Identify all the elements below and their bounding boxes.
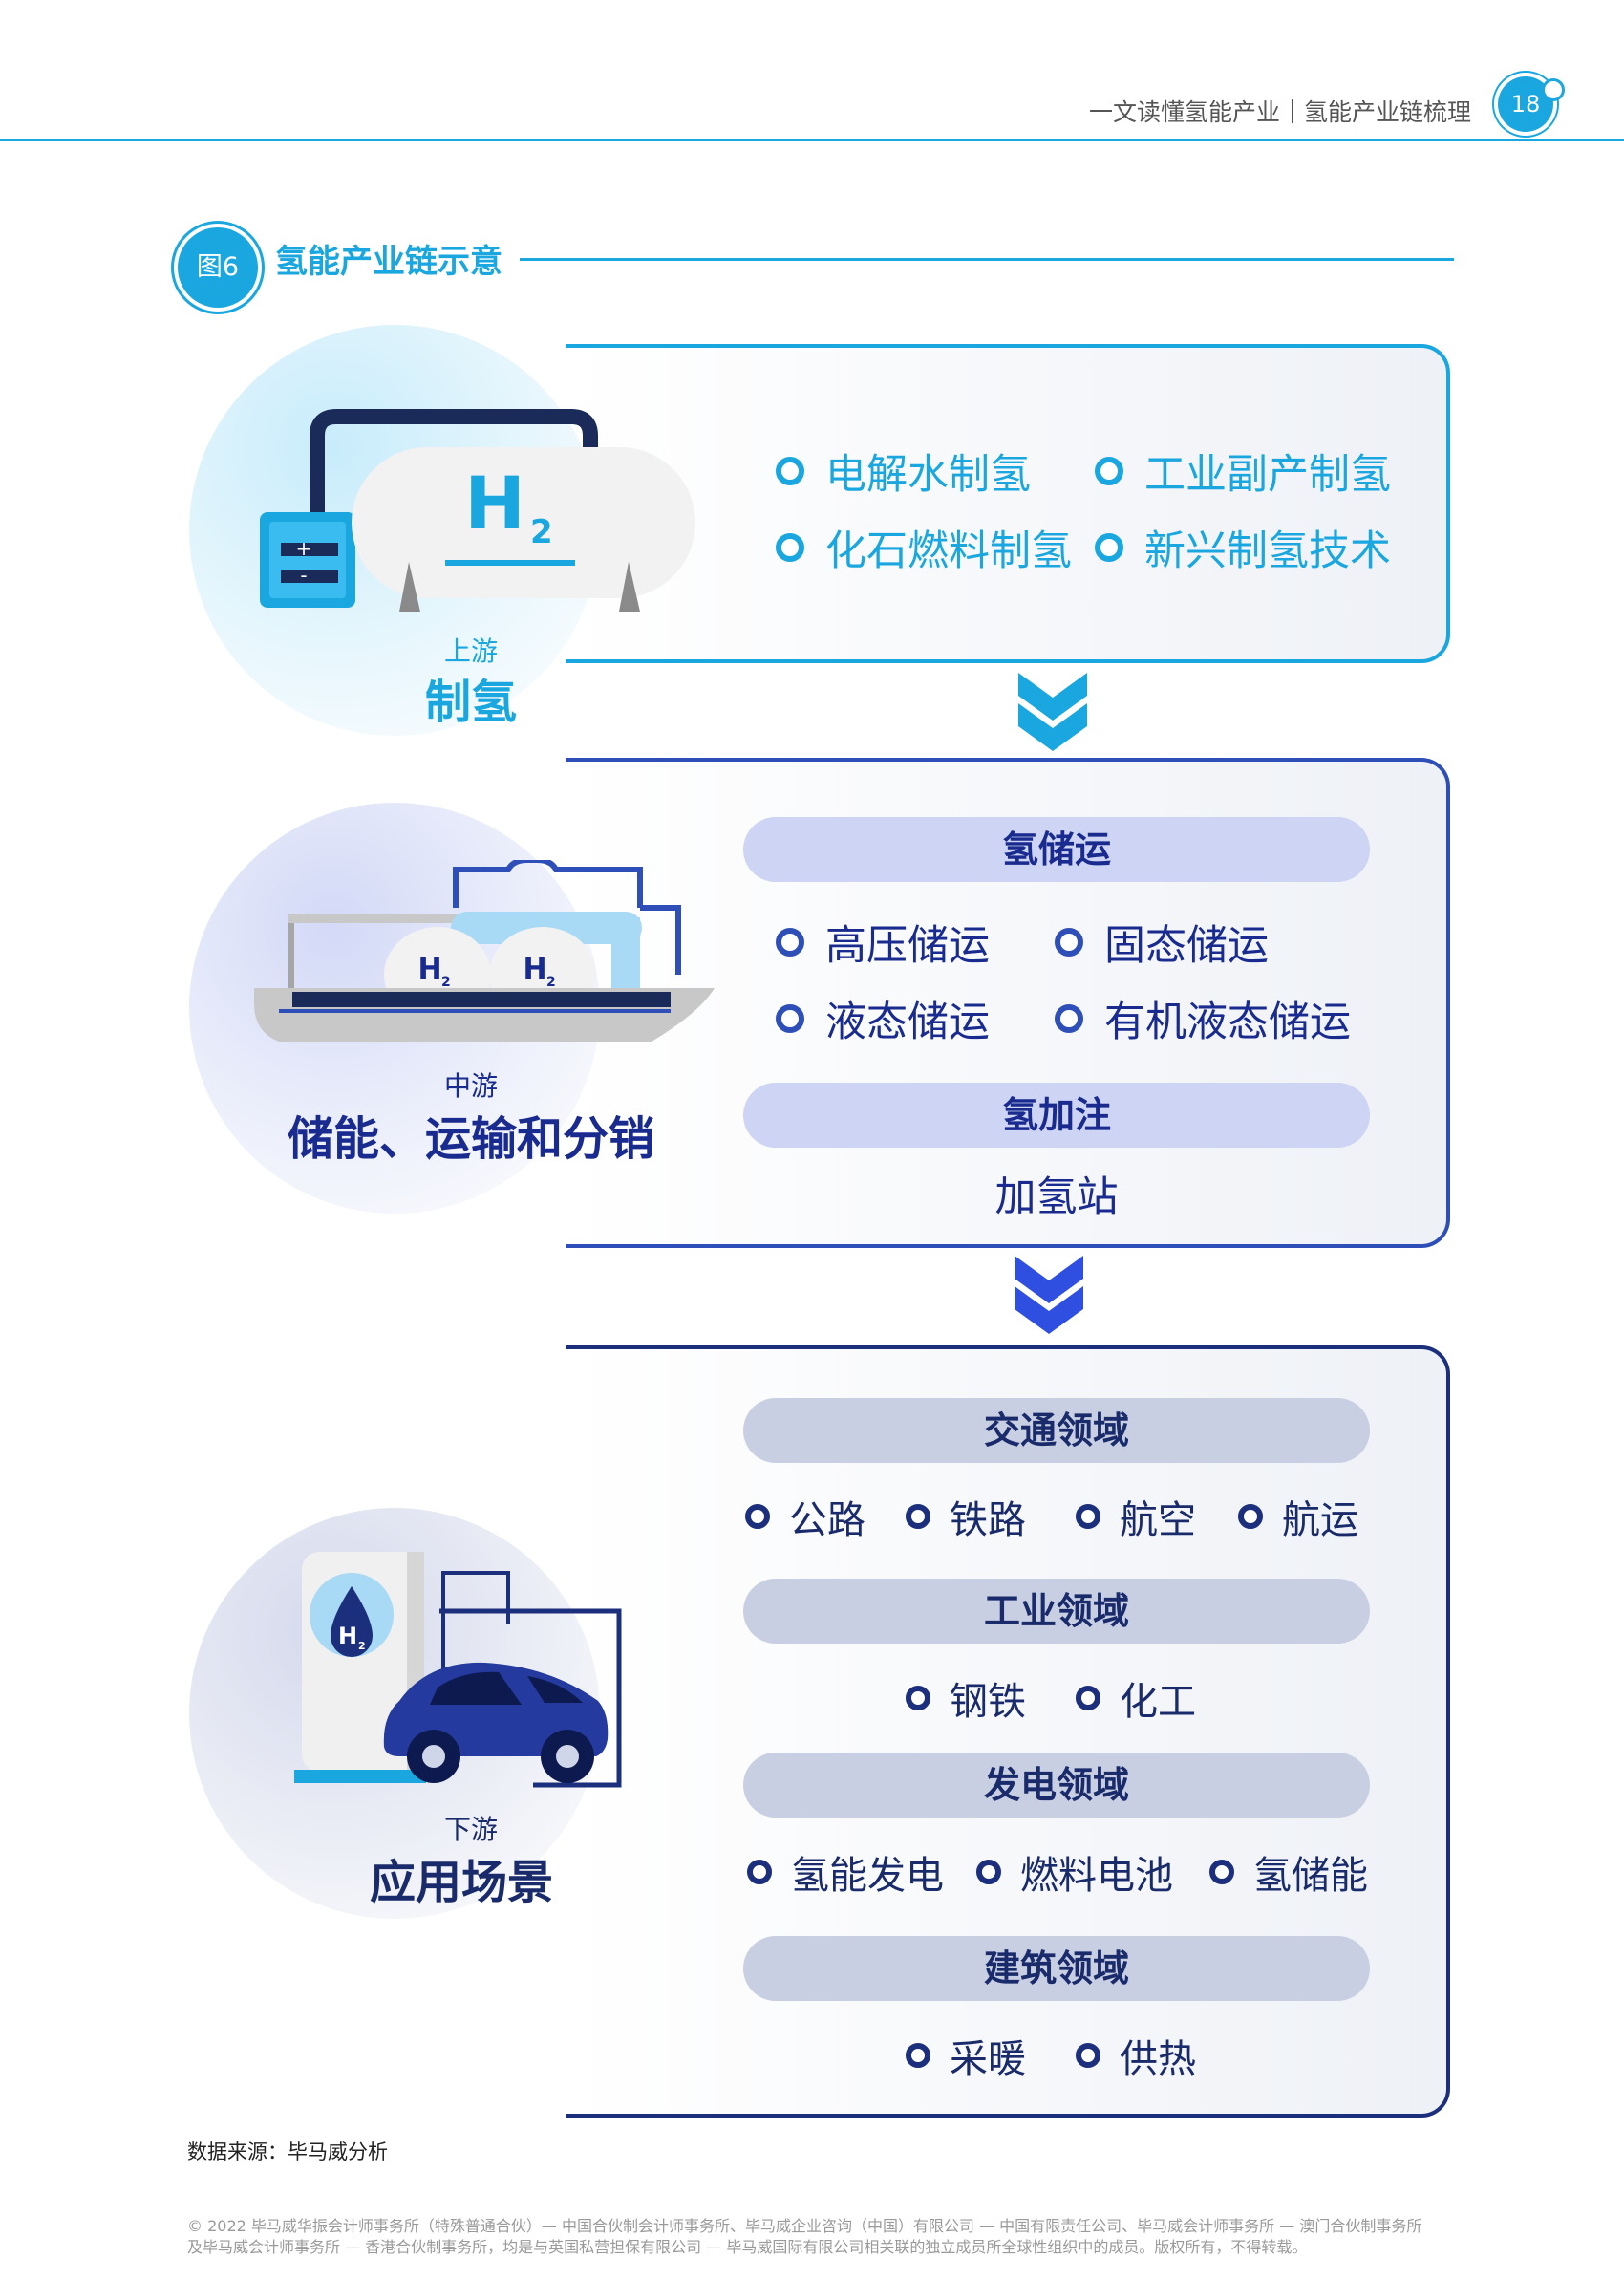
midstream-stage-name: 储能、运输和分销 (287, 1112, 654, 1166)
bullet-icon (906, 2043, 930, 2068)
bullet-icon (1209, 1860, 1234, 1884)
copyright-line: 及毕马威会计师事务所 — 香港合伙制事务所，均是与英国私营担保有限公司 — 毕马… (187, 2238, 1308, 2256)
list-item: 固态储运 (1055, 913, 1269, 972)
bullet-icon (776, 533, 804, 562)
battery-plus-icon: + (296, 537, 312, 560)
chevron-down-icon (1015, 1256, 1083, 1334)
bullet-icon (906, 1504, 930, 1529)
h2-label: H (523, 953, 546, 986)
header-divider (0, 139, 1624, 141)
bullet-icon (1055, 928, 1083, 957)
downstream-stage-name: 应用场景 (369, 1856, 553, 1909)
group-title-transport: 交通领域 (743, 1398, 1370, 1463)
upstream-stage-name: 制氢 (424, 676, 517, 729)
h2-label: H (464, 461, 525, 546)
downstream-stage-label: 下游 (443, 1814, 498, 1845)
data-source: 数据来源：毕马威分析 (187, 2140, 388, 2163)
list-item: 航空 (1076, 1489, 1196, 1544)
bullet-icon (1238, 1504, 1263, 1529)
list-item: 氢储能 (1209, 1844, 1368, 1900)
badge-ring-icon (1542, 78, 1565, 101)
list-item: 工业副产制氢 (1095, 441, 1391, 501)
bullet-icon (745, 1504, 770, 1529)
battery-minus-icon: - (300, 564, 307, 587)
group-title-power: 发电领域 (743, 1753, 1370, 1818)
group-title-refueling: 氢加注 (743, 1083, 1370, 1148)
bullet-icon (776, 1004, 804, 1033)
list-item: 公路 (745, 1489, 865, 1544)
upstream-panel (566, 344, 1450, 663)
list-item: 新兴制氢技术 (1095, 518, 1391, 577)
upstream-stage-label: 上游 (443, 635, 498, 667)
figure-title: 氢能产业链示意 (275, 243, 502, 281)
list-item: 采暖 (906, 2028, 1026, 2083)
h2-subscript: 2 (546, 975, 556, 990)
list-item: 化工 (1076, 1670, 1196, 1726)
h2-label: H (417, 953, 441, 986)
bullet-icon (747, 1860, 772, 1884)
list-item: 氢能发电 (747, 1844, 944, 1900)
midstream-stage-label: 中游 (443, 1070, 498, 1102)
bullet-icon (1076, 2043, 1100, 2068)
chevron-down-icon (1018, 673, 1087, 751)
list-item: 电解水制氢 (776, 441, 1031, 501)
list-item: 液态储运 (776, 989, 990, 1048)
h2-label: H (338, 1623, 357, 1649)
group-title-building: 建筑领域 (743, 1936, 1370, 2001)
figure-title-line (520, 258, 1454, 261)
list-item: 钢铁 (906, 1670, 1026, 1726)
list-item: 燃料电池 (976, 1844, 1173, 1900)
list-item: 航运 (1238, 1489, 1358, 1544)
list-item: 供热 (1076, 2028, 1196, 2083)
list-item: 高压储运 (776, 913, 990, 972)
bullet-icon (906, 1686, 930, 1710)
list-item: 铁路 (906, 1489, 1026, 1544)
hydrogen-ship-icon: H 2 H 2 (254, 860, 715, 1042)
bullet-icon (1076, 1686, 1100, 1710)
h2-subscript: 2 (441, 975, 451, 990)
figure-badge: 图6 (178, 227, 258, 308)
list-item: 化石燃料制氢 (776, 518, 1072, 577)
hydrogen-car-icon: H 2 (294, 1552, 622, 1788)
copyright-line: © 2022 毕马威华振会计师事务所（特殊普通合伙）— 中国合伙制会计师事务所、… (187, 2217, 1422, 2235)
group-title-storage: 氢储运 (743, 817, 1370, 882)
header-title: 一文读懂氢能产业｜氢能产业链梳理 (1088, 98, 1471, 126)
h2-subscript: 2 (530, 513, 553, 551)
refueling-station-text: 加氢站 (994, 1173, 1119, 1221)
group-title-industry: 工业领域 (743, 1579, 1370, 1644)
bullet-icon (1076, 1504, 1100, 1529)
bullet-icon (1055, 1004, 1083, 1033)
bullet-icon (776, 928, 804, 957)
h2-subscript: 2 (358, 1640, 366, 1652)
bullet-icon (776, 457, 804, 485)
bullet-icon (976, 1860, 1001, 1884)
list-item: 有机液态储运 (1055, 989, 1351, 1048)
hydrogen-tank-icon: + - H 2 (260, 409, 695, 612)
bullet-icon (1095, 457, 1123, 485)
bullet-icon (1095, 533, 1123, 562)
